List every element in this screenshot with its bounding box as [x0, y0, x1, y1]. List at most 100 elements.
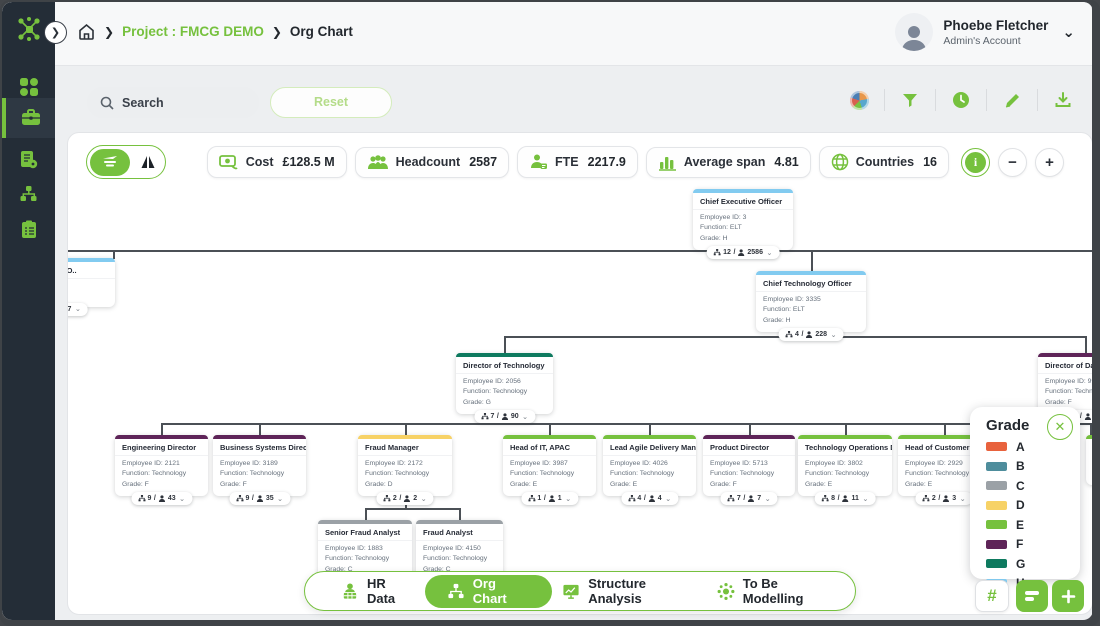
hr-data-icon: [343, 582, 357, 599]
download-icon[interactable]: [1051, 88, 1075, 112]
node-stats-pill[interactable]: 8/ 11 ⌄: [814, 492, 876, 506]
org-node[interactable]: Director of Dat Employee ID: 99 Function…: [1038, 353, 1093, 424]
reset-button[interactable]: Reset: [270, 87, 392, 118]
connector: [161, 423, 1092, 425]
hierarchy-icon: [527, 495, 535, 502]
org-chart-canvas[interactable]: Cost £128.5 M Headcount 2587 FTE 2217.9 …: [67, 132, 1093, 615]
connector: [1085, 336, 1087, 353]
node-stats-pill[interactable]: 12/ 2586 ⌄: [706, 246, 780, 260]
stat-average-span: Average span 4.81: [645, 146, 811, 178]
node-stats-pill[interactable]: 2/ 3 ⌄: [915, 492, 973, 506]
compare-layout-button[interactable]: [1016, 580, 1048, 612]
sidebar-collapse-button[interactable]: ❯: [44, 21, 67, 44]
connector: [113, 250, 115, 259]
zoom-out-button[interactable]: −: [998, 147, 1027, 177]
connector: [944, 423, 946, 435]
tree-view-toggle-icon[interactable]: [90, 148, 130, 176]
node-stats-pill[interactable]: 9/ 35 ⌄: [228, 492, 291, 506]
breadcrumb-current-page: Org Chart: [289, 24, 353, 39]
sidebar-item-org-chart[interactable]: [2, 177, 55, 211]
mirror-view-toggle-icon[interactable]: [134, 149, 162, 176]
plus-icon: [1061, 589, 1075, 603]
node-employee-id: Employee ID: 99: [1045, 377, 1093, 385]
org-node[interactable]: Director of Technology Employee ID: 2056…: [456, 353, 553, 424]
chevron-right-icon: ❯: [104, 24, 115, 39]
org-node[interactable]: Product Director Employee ID: 5713 Funct…: [703, 435, 795, 506]
tab-org-chart[interactable]: Org Chart: [424, 574, 553, 608]
node-employee-id: Employee ID: 3987: [510, 459, 568, 467]
tab-to-be-modelling[interactable]: To Be Modelling: [707, 576, 847, 606]
node-grade: Grade: E: [905, 480, 933, 488]
user-role: Admin's Account: [943, 34, 1021, 47]
search-input[interactable]: [122, 95, 242, 110]
node-stats-pill[interactable]: 4/ 228 ⌄: [778, 328, 844, 342]
add-node-button[interactable]: [1052, 580, 1084, 612]
info-button[interactable]: i: [961, 147, 990, 177]
sidebar-item-reports[interactable]: [2, 142, 55, 176]
org-node[interactable]: Business Systems Director Employee ID: 3…: [213, 435, 306, 506]
history-clock-icon[interactable]: [949, 88, 973, 112]
org-node[interactable]: Engineering Director Employee ID: 2121 F…: [115, 435, 208, 506]
org-node[interactable]: Lead Agile Delivery Manager Employee ID:…: [603, 435, 696, 506]
node-function: Function: Technology: [122, 470, 187, 478]
grid-view-button[interactable]: #: [975, 580, 1009, 612]
edit-pencil-icon[interactable]: [1000, 88, 1024, 112]
chevron-down-icon: ⌄: [74, 306, 81, 313]
chevron-down-icon: ⌄: [764, 495, 771, 503]
node-employee-id: Employee ID: 2929: [905, 459, 963, 467]
tab-hr-data[interactable]: HR Data: [331, 576, 425, 606]
node-stats-pill[interactable]: 7/ 90 ⌄: [473, 410, 536, 424]
node-stats-pill[interactable]: 4/ 4 ⌄: [620, 492, 679, 506]
node-stats-pill[interactable]: 7/ 7 ⌄: [720, 492, 778, 506]
structure-analysis-icon: [563, 584, 579, 599]
org-node[interactable]: Fraud Manager Employee ID: 2172 Function…: [358, 435, 452, 506]
tab-structure-analysis[interactable]: Structure Analysis: [552, 576, 707, 606]
person-badge-icon: [531, 154, 548, 169]
people-icon: [404, 495, 411, 503]
node-function: Function: Technology: [610, 470, 675, 478]
sidebar-item-planning[interactable]: [2, 212, 55, 246]
avatar: [895, 13, 934, 51]
sidebar-item-dashboard[interactable]: [2, 70, 55, 104]
node-stats-pill[interactable]: 1/ 1 ⌄: [520, 492, 579, 506]
breadcrumb-project-link[interactable]: Project : FMCG DEMO: [122, 24, 264, 39]
home-icon[interactable]: [77, 22, 96, 41]
node-stats-pill[interactable]: 2/ 2 ⌄: [376, 492, 434, 506]
grade-color-bar: [318, 520, 412, 524]
language-globe-icon[interactable]: [847, 88, 871, 112]
connector: [549, 423, 551, 435]
filter-icon[interactable]: [898, 88, 922, 112]
legend-title: Grade: [986, 417, 1030, 434]
node-title: Fraud Analyst: [416, 524, 503, 541]
node-function: Function: Technology: [463, 388, 528, 396]
org-node[interactable]: [1086, 435, 1092, 485]
user-menu[interactable]: Phoebe Fletcher Admin's Account ⌄: [895, 13, 1075, 51]
org-node[interactable]: velopment O.. 67 ⌄: [68, 258, 115, 316]
node-stats-pill[interactable]: 67 ⌄: [68, 302, 88, 316]
node-employee-id: Employee ID: 1883: [325, 544, 383, 552]
sidebar-item-projects[interactable]: [2, 98, 55, 138]
connector: [459, 508, 461, 520]
divider: [935, 89, 936, 111]
view-toggle: [86, 145, 166, 179]
node-function: Function: Technology: [805, 470, 870, 478]
node-grade: Grade: E: [610, 480, 638, 488]
chevron-down-icon: ⌄: [277, 495, 284, 503]
org-node[interactable]: Technology Operations Direct... Employee…: [798, 435, 892, 506]
node-title: Fraud Manager: [358, 439, 452, 456]
grade-color-bar: [68, 258, 115, 262]
legend-item: A: [986, 440, 1080, 454]
zoom-in-button[interactable]: +: [1035, 147, 1064, 177]
legend-close-button[interactable]: ✕: [1047, 414, 1073, 440]
node-stats-pill[interactable]: 9/ 43 ⌄: [130, 492, 193, 506]
org-node[interactable]: Head of IT, APAC Employee ID: 3987 Funct…: [503, 435, 596, 506]
stat-countries: Countries 16: [818, 146, 949, 178]
people-icon: [1084, 413, 1091, 421]
org-node[interactable]: Chief Technology Officer Employee ID: 33…: [756, 271, 866, 342]
node-function: Function: Technology: [365, 470, 430, 478]
node-title: Senior Fraud Analyst: [318, 524, 412, 541]
node-grade: Grade: H: [700, 234, 728, 242]
org-node[interactable]: Chief Executive Officer Employee ID: 3 F…: [693, 189, 793, 260]
chevron-down-icon: ⌄: [1062, 24, 1075, 41]
org-node[interactable]: Senior Fraud Analyst Employee ID: 1883 F…: [318, 520, 412, 591]
